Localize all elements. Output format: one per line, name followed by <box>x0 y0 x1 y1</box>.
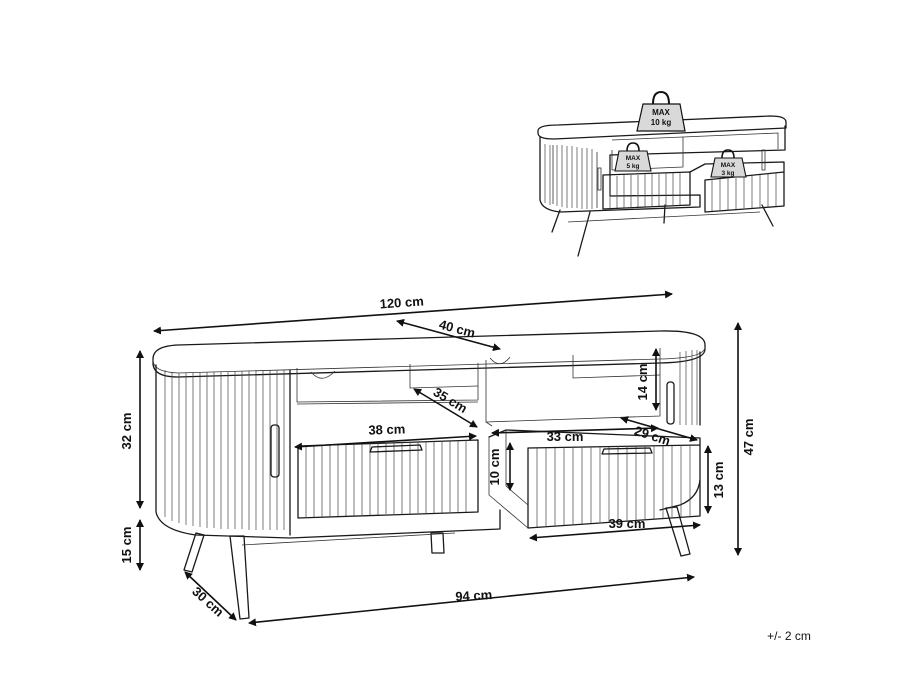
drawer-weight-line1: MAX <box>721 162 736 169</box>
leg-right <box>665 506 691 557</box>
shelf-depth-dimension-line <box>413 388 478 428</box>
leg-span-label: 94 cm <box>455 587 493 604</box>
right-drawer-ribs <box>536 445 691 527</box>
leg-front-right-left <box>229 535 250 620</box>
inner-drawer-height-label: 10 cm <box>487 449 502 486</box>
dimension-labels: 120 cm 40 cm 35 cm 14 cm 32 cm 15 cm 47 … <box>119 293 756 619</box>
right-drawer-width-label: 33 cm <box>547 429 584 444</box>
weight-icon: MAX 10 kg <box>636 90 686 132</box>
small-leg <box>577 211 591 257</box>
small-right-drawer-ribs <box>711 173 777 211</box>
small-leg <box>551 209 561 233</box>
leg-depth-label: 30 cm <box>189 584 226 620</box>
small-left-door-ribs <box>544 144 593 209</box>
top-weight-line1: MAX <box>652 108 670 117</box>
left-drawer-width-dimension-line <box>294 432 477 451</box>
drawer-front-width-label: 39 cm <box>609 516 646 531</box>
leg-back <box>430 532 445 554</box>
small-left-drawer <box>602 171 691 210</box>
cabinet-body <box>155 364 501 539</box>
leg-height-label: 15 cm <box>119 527 134 564</box>
right-door-handle <box>666 381 675 425</box>
dimension-lines <box>136 290 742 627</box>
weight-icon: MAX 3 kg <box>710 149 747 178</box>
small-leg <box>761 204 774 227</box>
leg-span-dimension-line <box>248 573 695 627</box>
leg-depth-dimension-line <box>184 571 237 621</box>
leg-front-left <box>183 532 205 573</box>
drawer-weight-line2: 3 kg <box>721 170 734 177</box>
small-left-drawer-ribs <box>609 173 681 208</box>
left-drawer-ribs <box>305 440 467 518</box>
top-depth-dimension-line <box>396 318 501 352</box>
left-drawer-width-label: 38 cm <box>368 421 405 437</box>
shelf-weight-line1: MAX <box>626 155 641 162</box>
tv-stand-drawing <box>152 330 706 620</box>
drawer-depth-dimension-line <box>620 416 698 442</box>
width-dimension-line <box>153 290 673 335</box>
load-capacity-illustration: MAX 10 kg MAX 5 kg MAX 3 kg <box>537 90 787 257</box>
right-door-ribs <box>679 350 698 425</box>
shelf-weight-line2: 5 kg <box>626 163 639 170</box>
top-weight-line2: 10 kg <box>651 118 672 127</box>
width-label: 120 cm <box>379 293 424 311</box>
shelf-height-label: 14 cm <box>635 364 650 401</box>
total-height-label: 47 cm <box>741 419 756 456</box>
body-height-label: 32 cm <box>119 413 134 450</box>
right-drawer-pull <box>601 447 653 455</box>
door-handle <box>270 424 280 478</box>
tolerance-note: +/- 2 cm <box>767 629 811 643</box>
tabletop <box>152 330 706 378</box>
drawer-front-height-label: 13 cm <box>711 462 726 499</box>
left-door-ribs <box>164 370 285 530</box>
weight-icon: MAX 5 kg <box>614 142 652 172</box>
drawer-front-width-dimension-line <box>529 521 701 542</box>
small-tabletop <box>537 115 787 140</box>
